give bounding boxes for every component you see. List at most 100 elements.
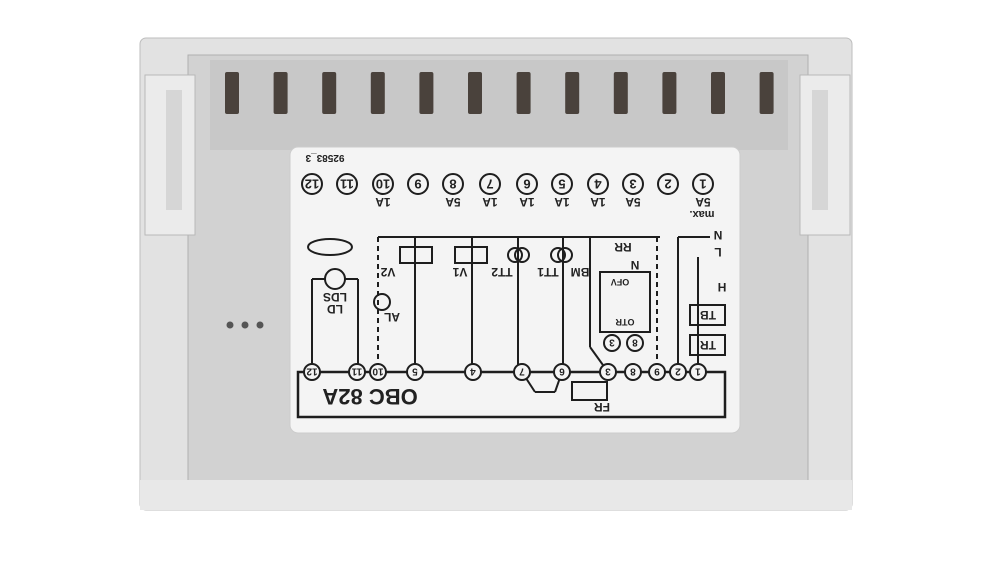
label-tt1: TT1 bbox=[537, 265, 559, 279]
terminal-circle bbox=[442, 173, 464, 195]
terminal-circle bbox=[513, 363, 531, 381]
terminal-circle bbox=[689, 363, 707, 381]
terminal-circle bbox=[553, 363, 571, 381]
right-clip-slot bbox=[812, 90, 828, 210]
terminal-circle bbox=[369, 363, 387, 381]
terminal-circle bbox=[599, 363, 617, 381]
terminal-rating: 1A bbox=[554, 195, 570, 209]
housing-lip bbox=[140, 480, 852, 510]
terminal-number: 4 bbox=[594, 176, 602, 191]
terminal-number: 1 bbox=[699, 176, 706, 191]
label-h: H bbox=[718, 280, 727, 294]
terminal-rating: 5A bbox=[625, 195, 641, 209]
terminal-number: 7 bbox=[519, 366, 525, 377]
terminal-number: 12 bbox=[305, 176, 319, 191]
terminal-rating: 1A bbox=[590, 195, 606, 209]
terminal-number: 6 bbox=[559, 366, 565, 377]
label-bm: BM bbox=[571, 265, 590, 279]
terminal-circle bbox=[648, 363, 666, 381]
terminal-number: 12 bbox=[306, 366, 318, 377]
terminal-circle bbox=[303, 363, 321, 381]
terminal-pin bbox=[273, 72, 288, 114]
label-ld: LD bbox=[327, 302, 343, 316]
pin-bay bbox=[210, 60, 788, 150]
terminal-pin bbox=[759, 72, 774, 114]
terminal-pin bbox=[468, 72, 482, 114]
terminal-rating: 1A bbox=[375, 195, 391, 209]
terminal-circle bbox=[479, 173, 501, 195]
terminal-rating: 5A bbox=[695, 195, 711, 209]
terminal-rating: 1A bbox=[482, 195, 498, 209]
terminal-circle bbox=[464, 363, 482, 381]
terminal-number: 5 bbox=[558, 176, 565, 191]
terminal-ratings-row: 12 11 10 1A 9 8 5A 7 1A 6 1A 5 1A 4 1A 3 5A 2 1 5A bbox=[301, 173, 714, 209]
label-lds: LDS bbox=[323, 290, 347, 304]
terminal-pin bbox=[516, 72, 531, 114]
terminal-number: 9 bbox=[654, 366, 660, 377]
terminal-number: 10 bbox=[376, 176, 390, 191]
terminal-rating: 1A bbox=[519, 195, 535, 209]
part-number: 92583_3 bbox=[305, 152, 344, 163]
terminal-pin bbox=[322, 72, 337, 114]
terminal-circle bbox=[516, 173, 538, 195]
terminal-number: 3 bbox=[629, 176, 636, 191]
label-al: AL bbox=[384, 310, 400, 324]
terminal-pin bbox=[370, 72, 385, 114]
terminal-circle bbox=[336, 173, 358, 195]
terminal-circle bbox=[406, 363, 424, 381]
terminal-number: 8 bbox=[630, 366, 636, 377]
terminal-circle bbox=[669, 363, 687, 381]
terminal-number: 2 bbox=[664, 176, 671, 191]
terminal-circle bbox=[301, 173, 323, 195]
indicator-dot bbox=[241, 321, 249, 329]
terminal-circle bbox=[657, 173, 679, 195]
label-ofv: OFV bbox=[611, 277, 630, 287]
indicator-dot bbox=[226, 321, 234, 329]
terminal-pins bbox=[225, 72, 774, 114]
terminal-number: 4 bbox=[470, 366, 476, 377]
terminal-circle bbox=[407, 173, 429, 195]
terminal-circle bbox=[372, 173, 394, 195]
terminal-circle bbox=[692, 173, 714, 195]
terminal-pin bbox=[662, 72, 677, 114]
terminal-pin bbox=[419, 72, 434, 114]
terminal-bottom-row: 12 11 10 5 4 7 6 3 8 9 2 1 bbox=[303, 363, 707, 381]
terminal-number: 10 bbox=[372, 366, 384, 377]
terminal-number: 11 bbox=[340, 176, 354, 191]
terminal-pin bbox=[711, 72, 725, 114]
terminal-number: 7 bbox=[486, 176, 493, 191]
terminal-number: 8 bbox=[449, 176, 456, 191]
label-fr: FR bbox=[594, 400, 610, 414]
max-label: max. bbox=[689, 208, 714, 220]
label-sub3: 3 bbox=[609, 337, 615, 348]
terminal-number: 1 bbox=[695, 366, 701, 377]
label-otr: OTR bbox=[615, 317, 634, 327]
terminal-pin bbox=[613, 72, 628, 114]
terminal-circle bbox=[348, 363, 366, 381]
terminal-number: 6 bbox=[523, 176, 530, 191]
terminal-rating: 5A bbox=[445, 195, 461, 209]
label-n-inner: N bbox=[631, 258, 640, 272]
terminal-number: 11 bbox=[351, 366, 362, 377]
terminal-circle bbox=[624, 363, 642, 381]
terminal-number: 3 bbox=[605, 366, 611, 377]
label-n: N bbox=[714, 228, 723, 242]
label-tb: TB bbox=[700, 308, 716, 322]
terminal-pin bbox=[565, 72, 580, 114]
terminal-circle bbox=[551, 173, 573, 195]
circuit-diagram bbox=[296, 236, 727, 419]
indicator-dot bbox=[256, 321, 264, 329]
model-name: OBC 82A bbox=[322, 384, 417, 409]
label-v1: V1 bbox=[452, 265, 467, 279]
label-rr: RR bbox=[614, 240, 632, 254]
terminal-circle bbox=[587, 173, 609, 195]
terminal-number: 5 bbox=[412, 366, 418, 377]
terminal-number: 9 bbox=[414, 176, 421, 191]
terminal-pin bbox=[225, 72, 239, 114]
left-clip-slot bbox=[166, 90, 182, 210]
label-tr: TR bbox=[700, 338, 716, 352]
terminal-number: 2 bbox=[675, 366, 681, 377]
